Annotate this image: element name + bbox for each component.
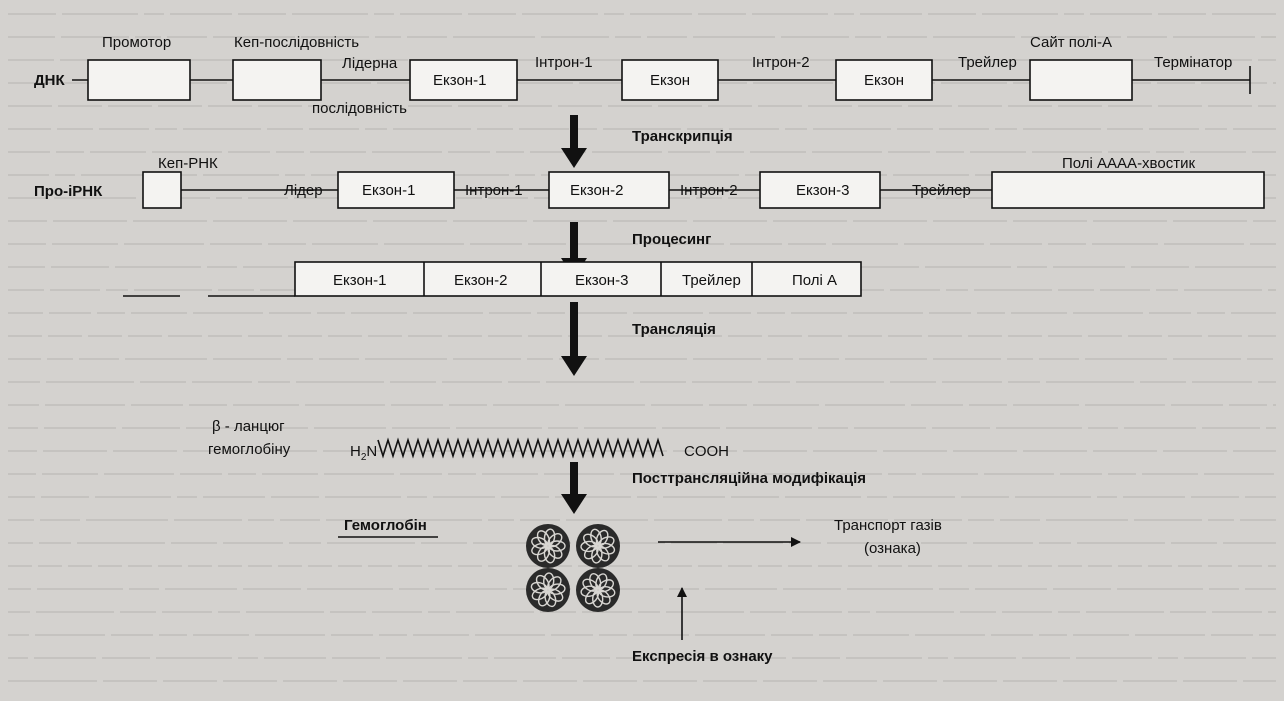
cap-rna-box [142,171,182,209]
dna-intron1-label: Інтрон-1 [535,54,593,71]
pre-intron2-label: Інтрон-2 [680,182,738,199]
dna-exon-b-label: Екзон [864,72,904,89]
hemoglobin-row: Гемоглобін Транспорт газів (ознака) Експ… [338,517,942,665]
pre-exon3-box [759,171,881,209]
c-terminus-label: COOH [684,443,729,460]
mrna-strip [294,261,862,297]
beta-chain-label-bottom: гемоглобіну [208,441,291,458]
dna-promoter-box [87,59,191,101]
down-arrow-icon [561,302,587,376]
transcription-step: Транскрипція [561,115,733,168]
mrna-row: Екзон-1 Екзон-2 Екзон-3 Трейлер Полі А [123,261,862,297]
dna-label: ДНК [34,72,66,89]
dna-leader-label-top: Лідерна [342,55,398,72]
pre-mrna-row: Про-іРНК Кеп-РНК Лідер Екзон-1 Інтрон-1 … [34,155,1265,209]
pre-mrna-label: Про-іРНК [34,183,103,200]
down-arrow-icon [561,462,587,514]
pre-exon1-box [337,171,455,209]
pre-intron1-label: Інтрон-1 [465,182,523,199]
pre-exon2-box [548,171,670,209]
dna-trailer-label: Трейлер [958,54,1017,71]
protein-row: β - ланцюг гемоглобіну H2N COOH [208,418,729,463]
mrna-trailer-label: Трейлер [682,272,741,289]
dna-exon-b-box [835,59,933,101]
dna-polya-box [1029,59,1133,101]
expression-label: Експресія в ознаку [632,648,773,665]
hemoglobin-subunit [526,524,570,568]
hemoglobin-label: Гемоглобін [344,517,427,534]
dna-terminator-label: Термінатор [1154,54,1232,71]
dna-exon1-label: Екзон-1 [433,72,486,89]
transcription-label: Транскрипція [632,128,733,145]
translation-label: Трансляція [632,321,716,338]
polypeptide-chain-icon [377,437,664,459]
mrna-poly-a-label: Полі А [792,272,837,289]
down-arrow-icon [561,115,587,168]
pre-trailer-label: Трейлер [912,182,971,199]
dna-row: ДНК Промотор Кеп-послідовність Лідерна п… [34,34,1251,117]
pre-exon3-label: Екзон-3 [796,182,849,199]
poly-tail-label: Полі АААА-хвостик [1062,155,1195,172]
pre-exon2-label: Екзон-2 [570,182,623,199]
posttranslational-label: Посттрансляційна модифікація [632,470,866,487]
cap-rna-label: Кеп-РНК [158,155,218,172]
poly-tail-box [991,171,1265,209]
beta-chain-label-top: β - ланцюг [212,418,285,435]
hemoglobin-subunit [576,568,620,612]
mrna-exon2-label: Екзон-2 [454,272,507,289]
mrna-exon1-label: Екзон-1 [333,272,386,289]
dna-exon-a-box [621,59,719,101]
processing-label: Процесинг [632,231,711,248]
function-label-bottom: (ознака) [864,540,921,557]
pre-exon1-label: Екзон-1 [362,182,415,199]
dna-exon-a-label: Екзон [650,72,690,89]
dna-cap-sequence-label: Кеп-послідовність [234,34,359,51]
mrna-exon3-label: Екзон-3 [575,272,628,289]
dna-intron2-label: Інтрон-2 [752,54,810,71]
hemoglobin-subunit [576,524,620,568]
dna-leader-label-bottom: послідовність [312,100,407,117]
dna-polya-site-label: Сайт полі-А [1030,34,1112,51]
translation-step: Трансляція [561,302,716,376]
n-terminus-label: H2N [350,443,377,463]
hemoglobin-molecule-icon [526,524,620,612]
posttranslational-step: Посттрансляційна модифікація [561,462,866,514]
dna-cap-box [232,59,322,101]
function-label-top: Транспорт газів [834,517,942,534]
pre-leader-label: Лідер [284,182,323,199]
dna-promoter-label: Промотор [102,34,171,51]
dna-exon1-box [409,59,518,101]
hemoglobin-subunit [526,568,570,612]
